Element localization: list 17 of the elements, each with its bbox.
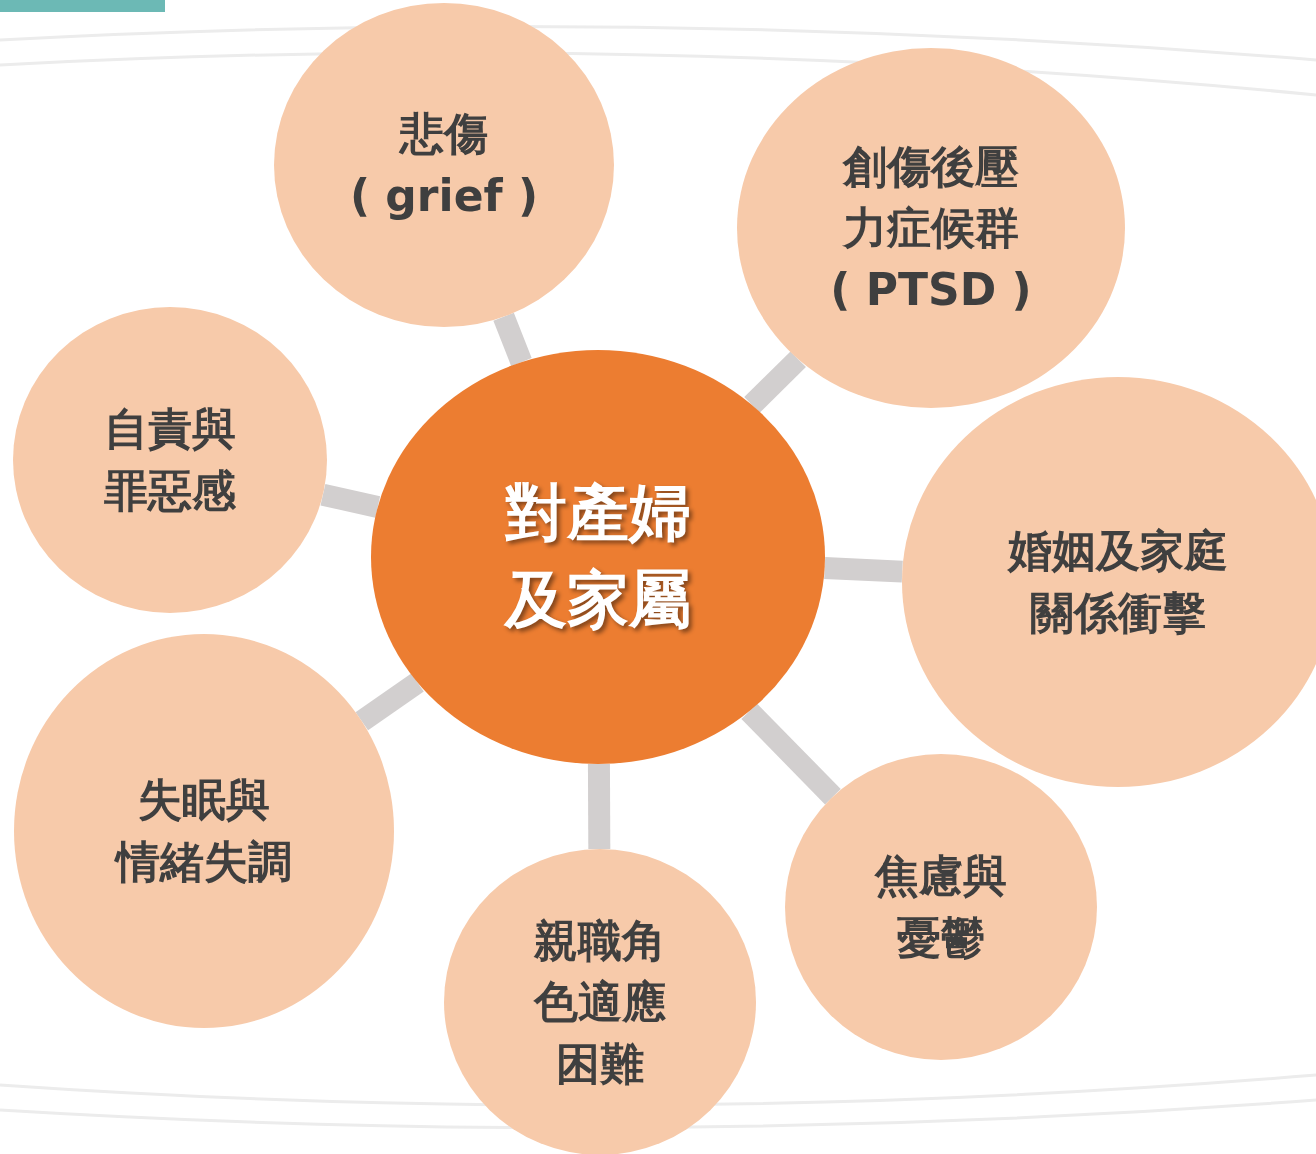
node-label: 親職角色適應困難 [534, 913, 666, 1091]
connector-line [824, 556, 903, 583]
connector-line [355, 673, 424, 731]
connector-line [320, 483, 381, 518]
node-label: 創傷後壓力症候群 [843, 139, 1019, 256]
connector-line [741, 703, 841, 805]
node-label: 失眠與情緒失調 [116, 773, 292, 889]
node-label: 婚姻及家庭關係衝擊 [1008, 524, 1228, 640]
connector-line [493, 312, 532, 367]
node-label: 對產婦及家屬 [505, 475, 691, 638]
connector-line [744, 351, 806, 413]
node-label: ( grief ) [349, 169, 539, 223]
node-label: 自責與罪惡感 [104, 402, 236, 518]
node-label: 悲傷 [400, 107, 488, 162]
connector-line [587, 763, 611, 850]
node-label: ( PTSD ) [830, 262, 1032, 317]
node-label: 焦慮與憂鬱 [875, 849, 1007, 965]
